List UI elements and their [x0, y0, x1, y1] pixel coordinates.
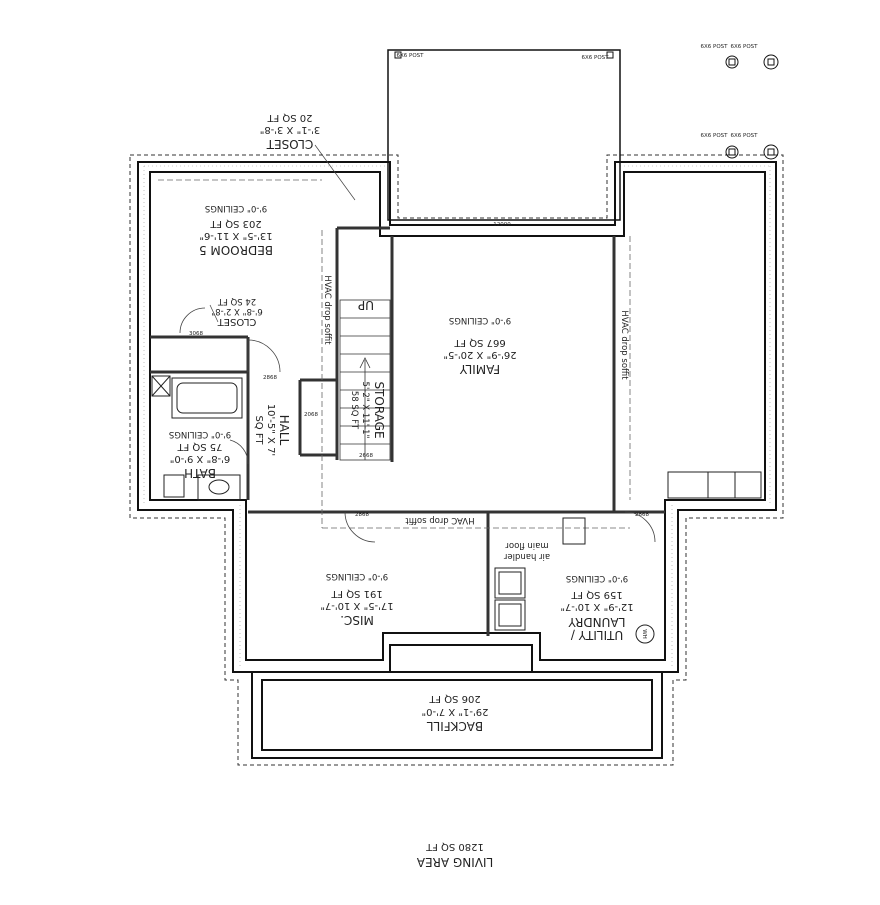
- misc-ceil: 9'-0" CEILINGS: [326, 571, 388, 581]
- post-label-6: 6X6 POST: [730, 133, 758, 139]
- post-2: [763, 54, 779, 70]
- bathtub: [171, 377, 243, 419]
- closet-small-leader: [209, 304, 219, 323]
- post-label-1: 6X6 POST: [396, 53, 424, 59]
- closet-small-dims: 6'-8" X 2'-8": [211, 306, 263, 316]
- family-ceil: 9'-0" CEILINGS: [449, 315, 511, 325]
- foundation-outline: [129, 154, 784, 766]
- closet-top-dims: 3'-1" X 3'-8": [260, 124, 321, 135]
- backfill-area: [251, 671, 663, 759]
- family-area: 667 SQ FT: [453, 337, 505, 348]
- door-tag-2668: 2668: [359, 453, 373, 459]
- post-label-4: 6X6 POST: [730, 44, 758, 50]
- bath-ceil: 9'-0" CEILINGS: [169, 429, 231, 439]
- backfill-name: BACKFILL: [427, 719, 484, 733]
- hall-area: SQ FT: [253, 415, 264, 445]
- post-1: [725, 55, 739, 69]
- family-dims: 26'-9" X 20'-5": [443, 349, 516, 360]
- water-heater: [635, 624, 655, 644]
- door-tag-2068: 2068: [304, 412, 318, 418]
- hall-dims: 10'-5" X 7': [265, 404, 276, 456]
- closet-top-area: 20 SQ FT: [267, 112, 313, 123]
- hvac-soffit-left: HVAC drop soffit: [322, 275, 332, 345]
- living-area-total: 1280 SQ FT: [425, 841, 484, 852]
- posts-group: [725, 54, 779, 160]
- door-tag-3068: 3068: [189, 331, 203, 337]
- hall-name: HALL: [277, 415, 291, 446]
- exterior-wall-hatch: [143, 165, 771, 666]
- washer: [494, 567, 526, 599]
- bedroom-dims: 13'-5" X 11'-6": [199, 230, 272, 241]
- bath-area: 75 SQ FT: [177, 441, 223, 452]
- utility-area: 159 SQ FT: [570, 589, 622, 600]
- top-porch: [387, 49, 621, 221]
- backfill-dims: 29'-1" X 7'-0": [422, 706, 489, 717]
- bath-name: BATH: [184, 466, 216, 480]
- up-label: UP: [358, 298, 374, 312]
- door-tag-12000: 12000: [493, 222, 511, 228]
- hvac-soffits: [158, 179, 631, 529]
- air-handler-unit: [562, 517, 586, 545]
- post-top-right: [606, 51, 614, 59]
- storage-area: 58 SQ FT: [349, 391, 359, 430]
- linen-box: [151, 375, 171, 397]
- bedroom-name: BEDROOM 5: [199, 243, 273, 257]
- bath-dims: 6'-8" X 9'-0": [170, 453, 231, 464]
- exterior-walls: [137, 161, 777, 673]
- post-label-3: 6X6 POST: [700, 44, 728, 50]
- utility-dims: 12'-9" X 10'-7": [560, 601, 633, 612]
- utility-ceil: 9'-0" CEILINGS: [566, 573, 628, 583]
- air-handler-line1: air handler: [503, 551, 550, 561]
- misc-dims: 17'-5" X 10'-7": [320, 600, 393, 611]
- door-tag-2868c: 2868: [635, 512, 649, 518]
- water-heater-label: WH: [641, 629, 647, 639]
- bedroom-area: 203 SQ FT: [209, 218, 261, 229]
- post-label-5: 6X6 POST: [700, 133, 728, 139]
- utility-name: UTILITY /: [570, 628, 623, 642]
- post-label-2: 6X6 POST: [581, 55, 609, 61]
- stairs: [339, 299, 391, 461]
- post-top-left: [394, 51, 402, 59]
- storage-dims: 5'-2" X 11'-1": [360, 382, 370, 439]
- dryer: [494, 599, 526, 631]
- door-swings: [179, 307, 656, 543]
- storage-name: STORAGE: [372, 381, 386, 438]
- hvac-soffit-right: HVAC drop soffit: [619, 310, 629, 380]
- living-area-title: LIVING AREA: [416, 855, 493, 869]
- toilet: [163, 474, 185, 498]
- vanity-sink: [197, 474, 241, 501]
- misc-name: MISC.: [340, 613, 374, 627]
- post-3: [725, 145, 739, 159]
- post-4: [763, 144, 779, 160]
- closet-small-area: 24 SQ FT: [217, 296, 256, 306]
- closet-leader: [314, 144, 356, 201]
- backfill-area: 206 SQ FT: [428, 693, 480, 704]
- misc-area: 191 SQ FT: [330, 588, 382, 599]
- closet-small-name: CLOSET: [217, 316, 257, 327]
- counter-cabinets: [667, 471, 762, 499]
- utility-name2: LAUNDRY: [568, 615, 626, 629]
- door-tag-2868: 2868: [263, 375, 277, 381]
- hvac-soffit-bottom: HVAC drop soffit: [405, 515, 475, 525]
- closet-top-name: CLOSET: [266, 137, 313, 151]
- air-handler-line2: main floor: [505, 540, 549, 550]
- family-name: FAMILY: [459, 362, 500, 376]
- door-tag-2868b: 2868: [355, 512, 369, 518]
- bedroom-ceil: 9'-0" CEILINGS: [205, 203, 267, 213]
